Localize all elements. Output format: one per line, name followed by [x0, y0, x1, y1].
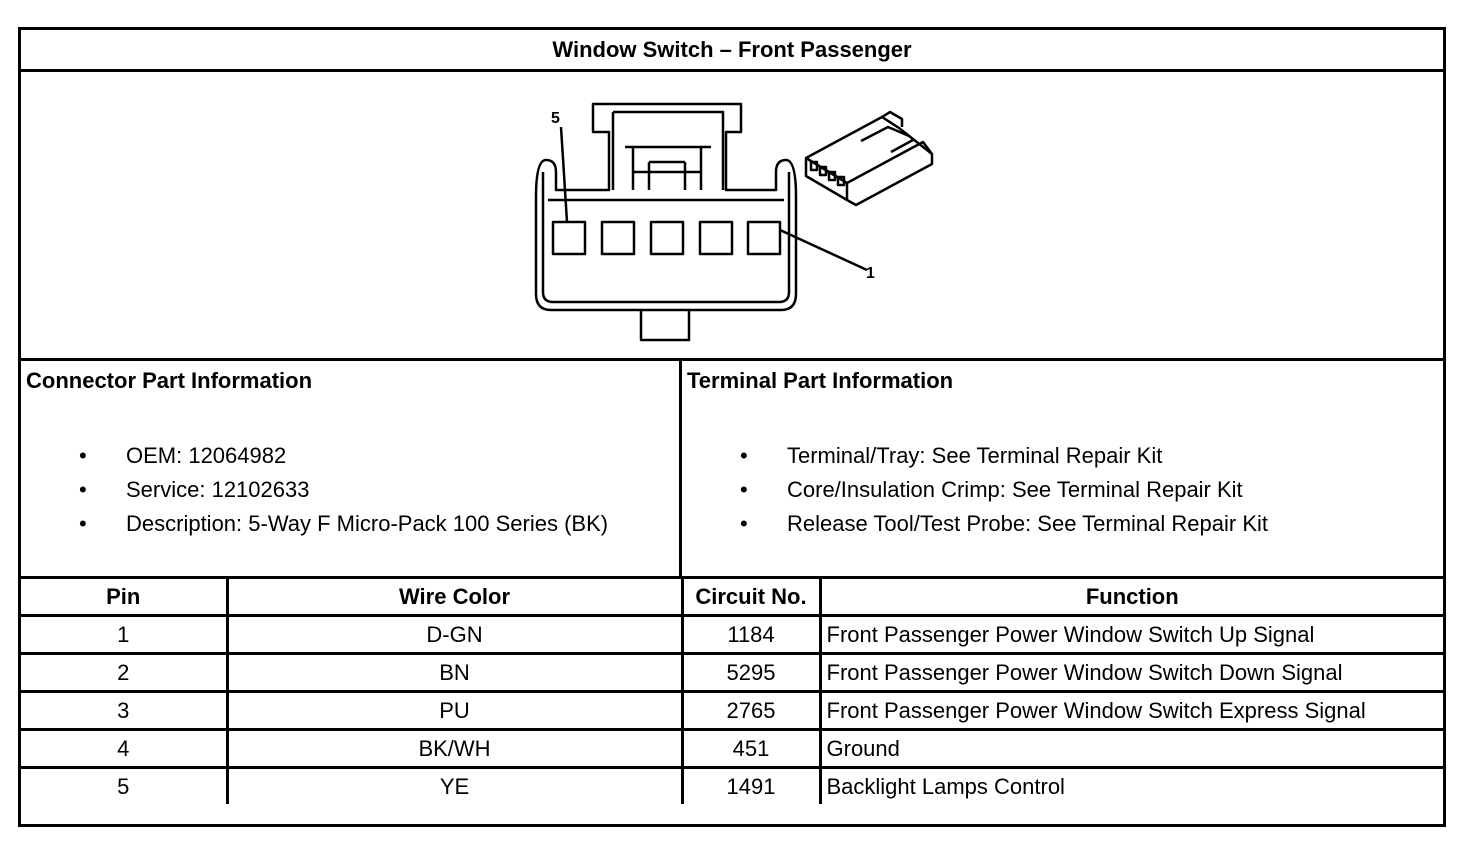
- header-wire-color: Wire Color: [225, 579, 684, 617]
- terminal-part-info: Terminal Part Information • Terminal/Tray…: [682, 361, 1443, 576]
- connector-part-info: Connector Part Information • OEM: 1206498…: [21, 361, 682, 576]
- cell-wire-color: D-GN: [225, 614, 684, 655]
- table-row: 1 D-GN 1184 Front Passenger Power Window…: [21, 614, 1443, 655]
- bullet-icon: •: [79, 511, 87, 536]
- list-item: • Release Tool/Test Probe: See Terminal R…: [682, 507, 1268, 541]
- list-item: • Core/Insulation Crimp: See Terminal Rep…: [682, 473, 1268, 507]
- pin-label-1: 1: [866, 265, 875, 282]
- header-pin: Pin: [21, 579, 229, 617]
- cell-function: Ground: [818, 728, 1443, 769]
- terminal-info-heading: Terminal Part Information: [687, 368, 954, 393]
- cell-wire-color: YE: [225, 766, 684, 804]
- bullet-icon: •: [740, 511, 748, 536]
- list-item: • Service: 12102633: [21, 473, 608, 507]
- table-row: 5 YE 1491 Backlight Lamps Control: [21, 766, 1443, 804]
- cell-function: Front Passenger Power Window Switch Expr…: [818, 690, 1443, 731]
- bullet-icon: •: [740, 443, 748, 468]
- table-header-row: Pin Wire Color Circuit No. Function: [21, 579, 1443, 617]
- terminal-crimp: Core/Insulation Crimp: See Terminal Repa…: [787, 477, 1243, 502]
- cell-wire-color: BN: [225, 652, 684, 693]
- cell-function: Front Passenger Power Window Switch Down…: [818, 652, 1443, 693]
- cell-pin: 1: [21, 614, 229, 655]
- list-item: • OEM: 12064982: [21, 439, 608, 473]
- header-circuit-no: Circuit No.: [680, 579, 822, 617]
- cell-pin: 4: [21, 728, 229, 769]
- connector-description: Description: 5-Way F Micro-Pack 100 Seri…: [126, 511, 609, 536]
- bullet-icon: •: [740, 477, 748, 502]
- pinout-table: Pin Wire Color Circuit No. Function 1 D-…: [21, 579, 1443, 804]
- cell-pin: 3: [21, 690, 229, 731]
- terminal-release-tool: Release Tool/Test Probe: See Terminal Re…: [787, 511, 1268, 536]
- cell-circuit: 2765: [680, 690, 822, 731]
- cell-pin: 2: [21, 652, 229, 693]
- cell-wire-color: PU: [225, 690, 684, 731]
- cell-wire-color: BK/WH: [225, 728, 684, 769]
- terminal-info-list: •Terminal/Tray: See Terminal Repair Kit …: [682, 439, 1268, 541]
- table-row: 3 PU 2765 Front Passenger Power Window S…: [21, 690, 1443, 731]
- bullet-icon: •: [79, 477, 87, 502]
- table-row: 2 BN 5295 Front Passenger Power Window S…: [21, 652, 1443, 693]
- page-title: Window Switch – Front Passenger: [21, 30, 1443, 72]
- list-item: • Terminal/Tray: See Terminal Repair Kit: [682, 439, 1268, 473]
- connector-sheet: Window Switch – Front Passenger: [18, 27, 1446, 827]
- pin-label-5: 5: [551, 110, 560, 127]
- header-function: Function: [818, 579, 1443, 617]
- connector-service: Service: 12102633: [126, 477, 310, 502]
- cell-pin: 5: [21, 766, 229, 804]
- connector-face-icon: 5 1: [534, 102, 934, 342]
- cell-circuit: 5295: [680, 652, 822, 693]
- cell-circuit: 451: [680, 728, 822, 769]
- cell-function: Front Passenger Power Window Switch Up S…: [818, 614, 1443, 655]
- connector-info-list: • OEM: 12064982 • Service: 12102633 • Descr…: [21, 439, 608, 541]
- cell-circuit: 1184: [680, 614, 822, 655]
- bullet-icon: •: [79, 443, 87, 468]
- list-item: • Description: 5-Way F Micro-Pack 100 Ser…: [21, 507, 608, 541]
- connector-info-heading: Connector Part Information: [26, 368, 313, 393]
- terminal-tray: Terminal/Tray: See Terminal Repair Kit: [787, 443, 1163, 468]
- connector-oem: OEM: 12064982: [126, 443, 287, 468]
- table-row: 4 BK/WH 451 Ground: [21, 728, 1443, 769]
- cell-function: Backlight Lamps Control: [818, 766, 1443, 804]
- part-info-row: Connector Part Information • OEM: 1206498…: [21, 361, 1443, 579]
- cell-circuit: 1491: [680, 766, 822, 804]
- diagram-area: 5 1: [21, 72, 1443, 361]
